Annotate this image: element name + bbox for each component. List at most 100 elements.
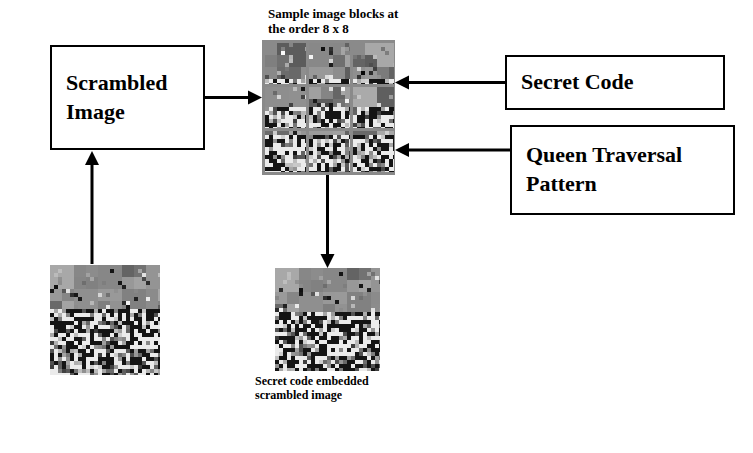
texture-cell <box>287 276 291 280</box>
texture-cell <box>385 151 389 155</box>
texture-cell <box>317 67 321 71</box>
texture-cell <box>353 51 357 55</box>
texture-cell <box>365 87 369 91</box>
texture-cell <box>289 79 293 83</box>
texture-cell <box>293 115 297 119</box>
texture-cell <box>277 115 281 119</box>
texture-cell <box>297 127 301 128</box>
texture-cell <box>285 147 289 151</box>
texture-cell <box>365 163 369 167</box>
texture-cell <box>158 369 160 373</box>
texture-cell <box>357 71 361 75</box>
texture-cell <box>58 265 62 269</box>
texture-cell <box>98 361 102 365</box>
texture-cell <box>365 151 369 155</box>
texture-cell <box>273 63 277 67</box>
texture-cell <box>50 325 54 329</box>
texture-cell <box>58 317 62 321</box>
texture-cell <box>293 47 297 51</box>
texture-cell <box>94 273 98 277</box>
texture-cell <box>357 119 361 123</box>
texture-cell <box>277 111 281 115</box>
texture-cell <box>321 151 325 155</box>
texture-cell <box>393 59 394 63</box>
texture-cell <box>353 167 357 171</box>
image-block-grid <box>262 40 395 175</box>
texture-cell <box>297 111 301 115</box>
texture-cell <box>381 107 385 111</box>
texture-cell <box>74 265 78 269</box>
texture-cell <box>146 337 150 341</box>
texture-cell <box>126 293 130 297</box>
texture-cell <box>377 71 381 75</box>
texture-cell <box>305 91 306 95</box>
texture-cell <box>122 353 126 357</box>
texture-cell <box>281 91 285 95</box>
texture-cell <box>353 83 357 84</box>
texture-cell <box>349 107 350 111</box>
texture-cell <box>273 43 277 47</box>
texture-cell <box>337 47 341 51</box>
texture-cell <box>50 361 54 365</box>
texture-cell <box>341 99 345 103</box>
texture-cell <box>102 293 106 297</box>
texture-cell <box>277 143 281 147</box>
texture-cell <box>309 143 313 147</box>
texture-cell <box>325 51 329 55</box>
texture-cell <box>389 147 393 151</box>
texture-cell <box>309 171 313 172</box>
texture-cell <box>90 345 94 349</box>
texture-cell <box>329 167 333 171</box>
texture-cell <box>86 277 90 281</box>
texture-cell <box>138 277 142 281</box>
texture-cell <box>377 107 381 111</box>
texture-cell <box>78 361 82 365</box>
texture-cell <box>321 143 325 147</box>
texture-cell <box>82 321 86 325</box>
texture-cell <box>126 325 130 329</box>
texture-cell <box>142 269 146 273</box>
texture-cell <box>335 276 339 280</box>
texture-ground <box>309 87 350 128</box>
texture-cell <box>357 51 361 55</box>
texture-cell <box>277 127 281 128</box>
texture-cell <box>337 139 341 143</box>
texture-cell <box>86 273 90 277</box>
texture-cell <box>106 325 110 329</box>
texture-cell <box>126 349 130 353</box>
texture-cell <box>70 317 74 321</box>
texture-cell <box>54 297 58 301</box>
texture-cell <box>66 309 70 313</box>
texture-cell <box>54 269 58 273</box>
texture-cell <box>353 159 357 163</box>
texture-cell <box>146 313 150 317</box>
texture-cell <box>66 301 70 305</box>
texture-cell <box>373 107 377 111</box>
texture-cell <box>305 151 306 155</box>
texture-cell <box>146 297 150 301</box>
texture-cell <box>285 59 289 63</box>
texture-cell <box>158 305 160 309</box>
texture-cell <box>62 265 66 269</box>
texture-cell <box>78 289 82 293</box>
texture-cell <box>325 79 329 83</box>
texture-cell <box>82 289 86 293</box>
texture-cell <box>86 333 90 337</box>
texture-cell <box>333 155 337 159</box>
texture-cell <box>54 289 58 293</box>
texture-cell <box>158 297 160 301</box>
texture-cell <box>333 171 337 172</box>
texture-cell <box>78 333 82 337</box>
texture-cell <box>373 51 377 55</box>
texture-cell <box>317 139 321 143</box>
texture-cell <box>277 123 281 127</box>
texture-cell <box>299 276 303 280</box>
texture-cell <box>130 293 134 297</box>
texture-cell <box>265 75 269 79</box>
texture-cell <box>82 273 86 277</box>
texture-cell <box>341 43 345 47</box>
texture-cell <box>333 83 337 84</box>
texture-cell <box>90 273 94 277</box>
texture-cell <box>62 365 66 369</box>
texture-cell <box>323 268 327 272</box>
